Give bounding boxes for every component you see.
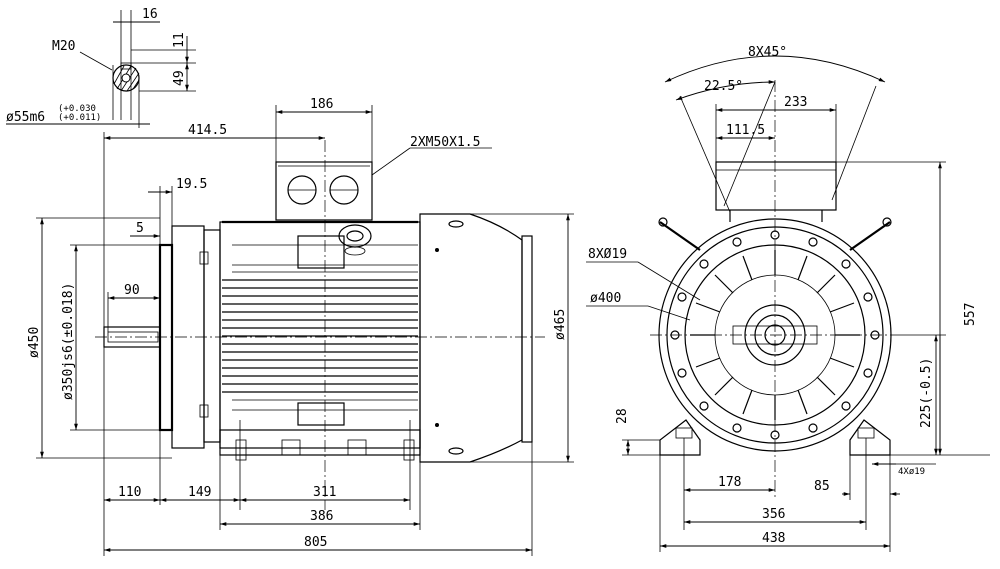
flange-to-foot-label: 149 xyxy=(188,485,211,500)
half-track-label: 178 xyxy=(718,475,741,490)
overall-length-label: 805 xyxy=(304,535,327,550)
key-height-label: 49 xyxy=(172,70,187,86)
foot-holes-label: 4Xø19 xyxy=(898,467,925,477)
terminal-box-width-label: 186 xyxy=(310,97,333,112)
half-angle-label: 22.5° xyxy=(704,79,743,94)
shaft-tolerance-upper: (+0.030 xyxy=(58,104,96,114)
cooling-fins xyxy=(222,279,418,393)
cable-gland-label: 2XM50X1.5 xyxy=(410,135,480,150)
foot-length-label: 386 xyxy=(310,509,333,524)
flange-diameter-label: ø450 xyxy=(27,327,42,358)
shaft-to-box-label: 414.5 xyxy=(188,123,227,138)
foot-hole-spacing-label: 311 xyxy=(313,485,336,500)
overall-height-label: 557 xyxy=(963,303,978,326)
thread-label: M20 xyxy=(52,39,75,54)
shaft-diameter-label: ø55m6 xyxy=(6,110,45,125)
key-depth-label: 11 xyxy=(172,32,187,48)
track-label: 356 xyxy=(762,507,785,522)
end-view: 8X45° 22.5° 233 111.5 8XØ19 ø400 557 225… xyxy=(586,45,990,552)
spigot-diameter-label: ø350js6(±0.018) xyxy=(61,283,76,400)
pcd-label: ø400 xyxy=(590,291,621,306)
flange-thickness-label: 19.5 xyxy=(176,177,207,192)
shaft-length-label: 110 xyxy=(118,485,141,500)
side-view: 186 414.5 2XM50X1.5 19.5 5 90 ø450 ø350j… xyxy=(27,97,574,556)
key-length-label: 90 xyxy=(124,283,140,298)
box-half-label: 111.5 xyxy=(726,123,765,138)
foot-thickness-label: 28 xyxy=(615,408,630,424)
pcd-diameter-label: ø465 xyxy=(553,309,568,340)
hole-angle-label: 8X45° xyxy=(748,45,787,60)
foot-width-label: 85 xyxy=(814,479,830,494)
shaft-height-label: 225(-0.5) xyxy=(919,358,934,428)
overall-width-label: 438 xyxy=(762,531,785,546)
box-width-label: 233 xyxy=(784,95,807,110)
shaft-end-detail: 16 11 49 M20 ø55m6 (+0.030 (+0.011) xyxy=(6,7,196,128)
spigot-label: 5 xyxy=(136,221,144,236)
flange-holes-label: 8XØ19 xyxy=(588,247,627,262)
shaft-tolerance-lower: (+0.011) xyxy=(58,113,101,123)
key-width-label: 16 xyxy=(142,7,158,22)
